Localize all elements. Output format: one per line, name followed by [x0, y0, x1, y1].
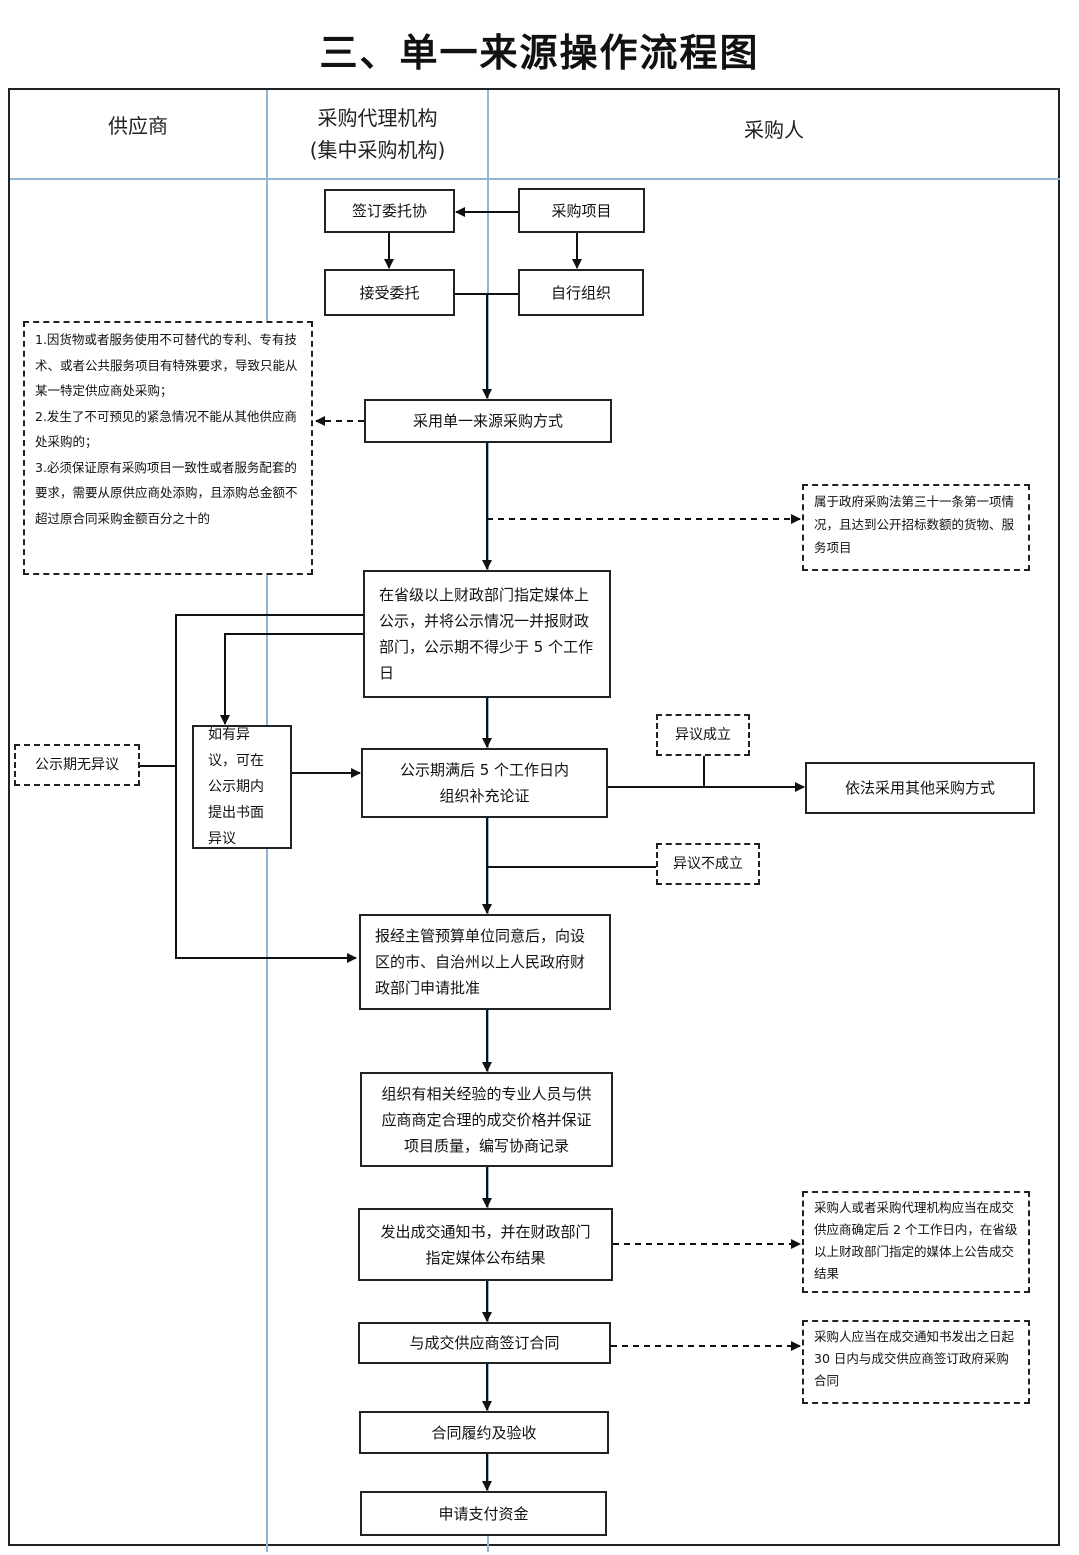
lane-header-purchaser: 采购人	[744, 118, 804, 142]
header-divider	[10, 178, 1060, 180]
node-sign-with-supplier: 与成交供应商签订合同	[358, 1322, 611, 1364]
node-issue-notice: 发出成交通知书，并在财政部门指定媒体公布结果	[358, 1208, 613, 1281]
node-objection-submit: 如有异议，可在公示期内提出书面异议	[192, 725, 292, 849]
node-procurement-project: 采购项目	[518, 188, 645, 233]
lane-header-agency: 采购代理机构 (集中采购机构)	[268, 102, 487, 166]
node-demonstration: 公示期满后 5 个工作日内组织补充论证	[361, 748, 608, 818]
node-apply-approval: 报经主管预算单位同意后，向设区的市、自治州以上人民政府财政部门申请批准	[359, 914, 611, 1010]
node-publicize: 在省级以上财政部门指定媒体上公示，并将公示情况一并报财政部门，公示期不得少于 5…	[363, 570, 611, 698]
node-sign-contract: 签订委托协	[324, 189, 455, 233]
lane-header-agency-line1: 采购代理机构	[317, 106, 438, 130]
note-announce-rule: 采购人或者采购代理机构应当在成交供应商确定后 2 个工作日内，在省级以上财政部门…	[802, 1191, 1030, 1293]
node-negotiate: 组织有相关经验的专业人员与供应商商定合理的成交价格并保证项目质量，编写协商记录	[360, 1072, 613, 1167]
page-title: 三、单一来源操作流程图	[319, 30, 760, 75]
diagram-frame	[8, 88, 1060, 1546]
lane-header-supplier: 供应商	[108, 114, 168, 138]
node-self-organize: 自行组织	[518, 269, 644, 316]
note-conditions: 1.因货物或者服务使用不可替代的专利、专有技术、或者公共服务项目有特殊要求，导致…	[23, 321, 313, 575]
note-contract-rule: 采购人应当在成交通知书发出之日起 30 日内与成交供应商签订政府采购合同	[802, 1320, 1030, 1404]
node-adopt-single-source: 采用单一来源采购方式	[364, 399, 612, 443]
note-objection-valid: 异议成立	[656, 714, 750, 756]
node-performance: 合同履约及验收	[359, 1411, 609, 1454]
node-other-method: 依法采用其他采购方式	[805, 762, 1035, 814]
note-no-objection: 公示期无异议	[14, 744, 140, 786]
note-objection-invalid: 异议不成立	[656, 843, 760, 885]
note-law-31: 属于政府采购法第三十一条第一项情况，且达到公开招标数额的货物、服务项目	[802, 484, 1030, 571]
node-apply-payment: 申请支付资金	[360, 1491, 607, 1536]
lane-header-agency-line2: (集中采购机构)	[309, 138, 446, 162]
node-accept-entrust: 接受委托	[324, 269, 455, 316]
